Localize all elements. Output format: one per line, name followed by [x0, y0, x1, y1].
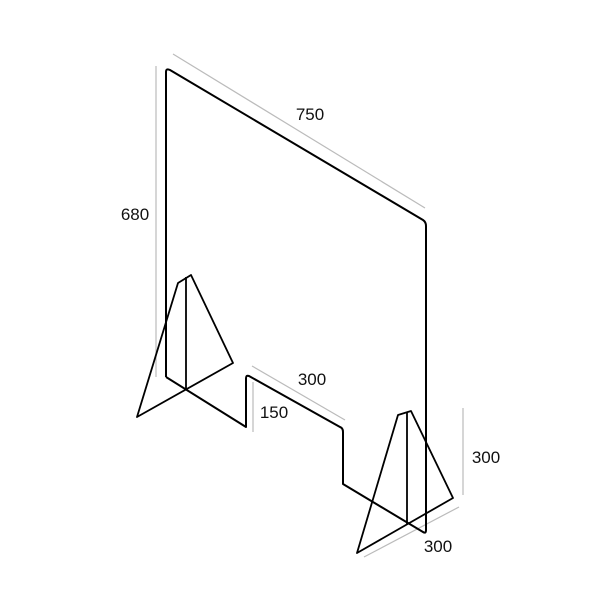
panel-outline [165, 68, 427, 534]
dimension-line-foot-depth [363, 506, 460, 558]
label-width: 750 [295, 105, 325, 124]
label-foot-height: 300 [471, 448, 501, 467]
left-foot-triangle [136, 274, 234, 418]
label-cutout-width: 300 [297, 370, 327, 389]
label-foot-depth: 300 [423, 537, 453, 556]
label-cutout-height: 150 [259, 403, 289, 422]
label-height: 680 [120, 205, 150, 224]
dimension-line-cutout-width [251, 365, 346, 421]
right-foot-triangle [356, 410, 454, 554]
dimension-line-width [172, 53, 426, 209]
dimension-lines [155, 53, 464, 558]
